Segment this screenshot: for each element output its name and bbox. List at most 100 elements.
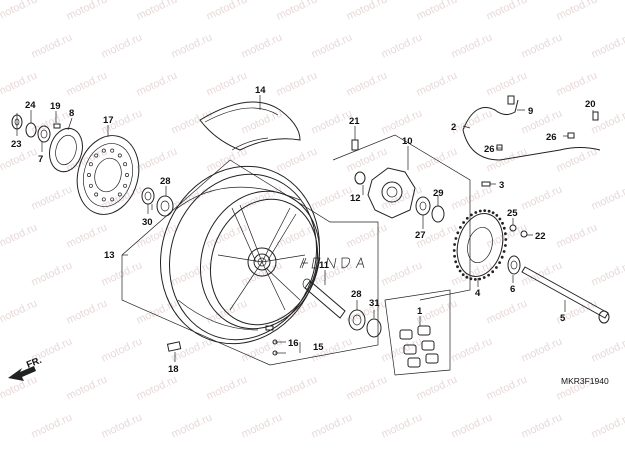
watermark-text: motod.ru (205, 0, 249, 23)
callout-2: 2 (451, 122, 456, 133)
damper-rubbers-part[interactable] (399, 325, 439, 368)
watermark-text: motod.ru (450, 259, 494, 288)
watermark-text: motod.ru (380, 259, 424, 288)
sprocket-tooth (458, 269, 462, 273)
watermark-text: motod.ru (275, 221, 319, 250)
callout-26-right: 26 (546, 132, 557, 143)
watermark-text: motod.ru (30, 411, 74, 440)
sprocket-tooth (469, 277, 473, 281)
watermark-text: motod.ru (205, 145, 249, 174)
watermark-text: motod.ru (345, 145, 389, 174)
tire-part[interactable] (199, 101, 301, 151)
watermark-text: motod.ru (0, 0, 39, 23)
callout-23: 23 (11, 139, 22, 150)
watermark-text: motod.ru (520, 107, 564, 136)
sprocket-tooth (504, 244, 507, 247)
front-direction-arrow: FR. (8, 355, 43, 381)
callout-3: 3 (499, 180, 504, 191)
right-bearing-parts[interactable] (348, 309, 382, 338)
watermark-text: motod.ru (555, 69, 599, 98)
watermark-text: motod.ru (135, 69, 179, 98)
sprocket-tooth (501, 221, 504, 225)
watermark-text: motod.ru (450, 31, 494, 60)
assembly-outline (121, 134, 471, 376)
sprocket-tooth (495, 214, 499, 217)
watermark-text: motod.ru (380, 107, 424, 136)
left-bearing-parts[interactable] (141, 187, 174, 217)
sprocket-tooth (454, 237, 458, 240)
watermark-text: motod.ru (590, 259, 625, 288)
sprocket-tooth (459, 226, 462, 229)
callout-14: 14 (255, 85, 266, 96)
watermark-text: motod.ru (65, 221, 109, 250)
callout-28-right: 28 (351, 289, 362, 300)
callout-30: 30 (142, 217, 153, 228)
callout-22: 22 (535, 231, 546, 242)
watermark-text: motod.ru (310, 31, 354, 60)
watermark-text: motod.ru (100, 411, 144, 440)
disc-hole (88, 183, 93, 188)
watermark-text: motod.ru (520, 335, 564, 364)
watermark-text: motod.ru (205, 69, 249, 98)
sprocket-tooth (465, 275, 469, 279)
sprocket-part[interactable] (450, 208, 509, 281)
watermark-text: motod.ru (485, 373, 529, 402)
watermark-text: motod.ru (240, 31, 284, 60)
watermark-text: motod.ru (380, 411, 424, 440)
sprocket-tooth (500, 255, 504, 259)
sprocket-hardware[interactable] (507, 224, 528, 275)
sprocket-tooth (495, 266, 498, 269)
watermark-text: motod.ru (100, 31, 144, 60)
callout-27: 27 (415, 230, 426, 241)
axle-part[interactable] (521, 266, 610, 324)
flange-bearing-parts[interactable] (415, 196, 445, 223)
disc-hole (123, 162, 128, 167)
watermark-text: motod.ru (520, 183, 564, 212)
watermark-text: motod.ru (310, 411, 354, 440)
sprocket-tooth (498, 261, 501, 264)
watermark-text: motod.ru (345, 69, 389, 98)
sprocket-tooth (452, 249, 456, 252)
disc-hole (88, 162, 93, 167)
disc-hole (87, 173, 91, 177)
watermark-text: motod.ru (65, 297, 109, 326)
callout-28-left: 28 (160, 176, 171, 187)
watermark-text: motod.ru (240, 335, 284, 364)
disc-adapter-part[interactable] (45, 125, 87, 176)
watermark-text: motod.ru (345, 373, 389, 402)
watermark-text: motod.ru (275, 0, 319, 23)
callout-18: 18 (168, 364, 179, 375)
watermark-text: motod.ru (275, 373, 319, 402)
sprocket-tooth (491, 211, 495, 215)
sprocket-tooth (483, 209, 487, 213)
watermark-text: motod.ru (30, 259, 74, 288)
callout-5: 5 (560, 313, 566, 324)
collar-part[interactable] (302, 278, 346, 319)
sprocket-flange-part[interactable] (351, 139, 416, 219)
disc-hole (94, 192, 99, 197)
watermark-text: motod.ru (380, 335, 424, 364)
disc-hole (125, 173, 129, 177)
sprocket-teeth (452, 209, 508, 281)
disc-hole (117, 153, 122, 158)
watermark-text: motod.ru (205, 221, 249, 250)
callouts: 23 24 19 8 7 17 14 28 30 13 21 10 12 29 … (11, 85, 596, 375)
callout-15: 15 (313, 342, 324, 353)
brake-disc-part[interactable] (69, 129, 148, 222)
watermark-text: motod.ru (450, 411, 494, 440)
direction-label: FR. (25, 355, 43, 371)
watermark-text: motod.ru (520, 31, 564, 60)
watermark-text: motod.ru (65, 0, 109, 23)
watermark-text: motod.ru (345, 297, 389, 326)
callout-31: 31 (369, 298, 380, 309)
watermark-text: motod.ru (170, 31, 214, 60)
watermark-text: motod.ru (0, 69, 39, 98)
sensor-cable-part[interactable] (462, 95, 601, 187)
callout-16: 16 (288, 338, 299, 349)
watermark-text: motod.ru (450, 183, 494, 212)
callout-13: 13 (104, 250, 115, 261)
watermark-text: motod.ru (275, 145, 319, 174)
wheel-rim-part[interactable] (136, 144, 344, 366)
watermark-text: motod.ru (590, 183, 625, 212)
